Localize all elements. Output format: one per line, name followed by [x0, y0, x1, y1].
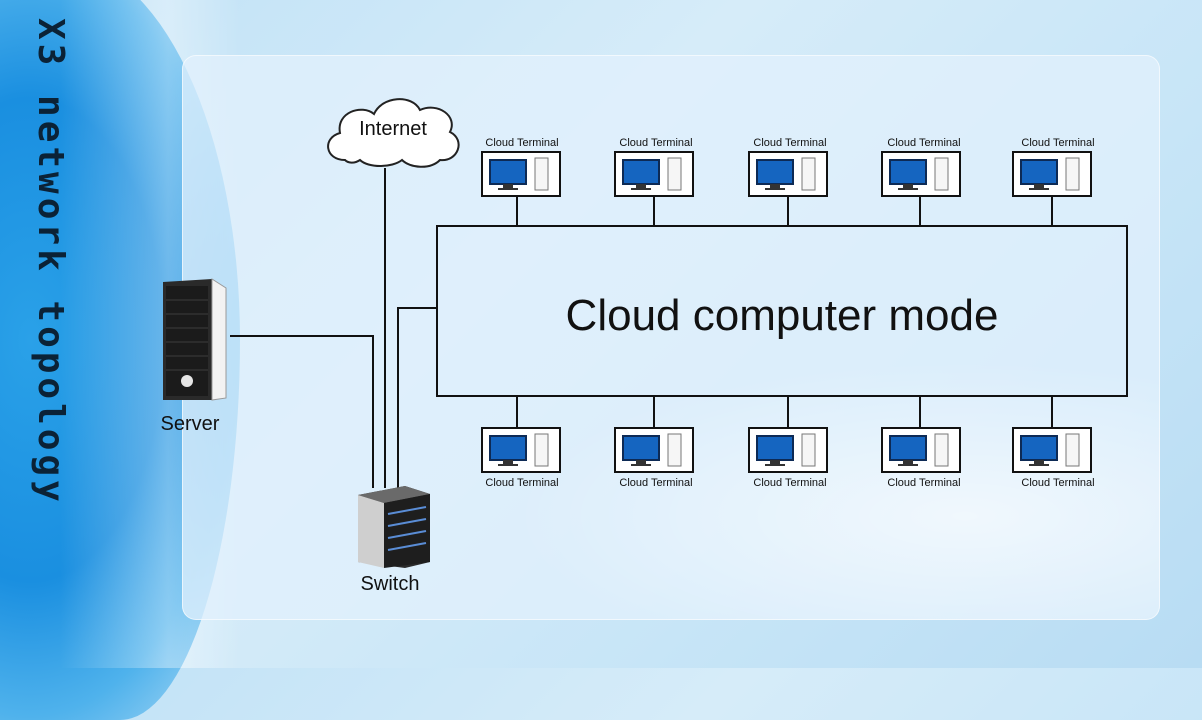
terminal-top-2: Cloud Terminal	[614, 137, 694, 197]
terminal-bottom-4: Cloud Terminal	[881, 427, 961, 489]
monitor-icon	[622, 159, 660, 185]
internet-label: Internet	[359, 118, 427, 140]
tower-icon	[801, 433, 816, 467]
tower-icon	[934, 433, 949, 467]
tower-icon	[1065, 433, 1080, 467]
terminal-label: Cloud Terminal	[887, 477, 960, 489]
monitor-icon	[756, 159, 794, 185]
terminal-label: Cloud Terminal	[619, 477, 692, 489]
terminal-bottom-5: Cloud Terminal	[1012, 427, 1095, 489]
terminal-label: Cloud Terminal	[753, 137, 826, 149]
switch: Switch	[358, 486, 430, 595]
terminal-top-4: Cloud Terminal	[881, 137, 961, 197]
connection-lines	[230, 168, 1053, 488]
server: Server	[161, 278, 227, 435]
monitor-icon	[622, 435, 660, 461]
terminal-label: Cloud Terminal	[485, 477, 558, 489]
terminal-bottom-3: Cloud Terminal	[748, 427, 828, 489]
topology-diagram: Cloud computer mode Internet	[161, 98, 1128, 595]
cloud-icon	[327, 98, 460, 168]
monitor-icon	[1020, 435, 1058, 461]
bottom-terminals: Cloud Terminal Cloud Terminal Cloud Term…	[481, 427, 1095, 489]
page-title: X3 network topology	[30, 18, 71, 506]
monitor-icon	[889, 159, 927, 185]
internet-cloud: Internet	[327, 98, 460, 168]
monitor-icon	[489, 159, 527, 185]
monitor-icon	[889, 435, 927, 461]
tower-icon	[667, 157, 682, 191]
terminal-top-1: Cloud Terminal	[481, 137, 561, 197]
tower-icon	[534, 157, 549, 191]
monitor-icon	[489, 435, 527, 461]
terminal-label: Cloud Terminal	[887, 137, 960, 149]
tower-icon	[667, 433, 682, 467]
terminal-label: Cloud Terminal	[619, 137, 692, 149]
terminal-bottom-2: Cloud Terminal	[614, 427, 694, 489]
terminal-top-5: Cloud Terminal	[1012, 137, 1095, 197]
monitor-icon	[1020, 159, 1058, 185]
server-label: Server	[161, 413, 220, 435]
terminal-top-3: Cloud Terminal	[748, 137, 828, 197]
terminal-label: Cloud Terminal	[485, 137, 558, 149]
terminal-label: Cloud Terminal	[1021, 137, 1094, 149]
tower-icon	[534, 433, 549, 467]
terminal-label: Cloud Terminal	[1021, 477, 1094, 489]
diagram-panel	[182, 55, 1160, 620]
terminal-bottom-1: Cloud Terminal	[481, 427, 561, 489]
cloud-computer-box	[436, 225, 1128, 397]
tower-icon	[1065, 157, 1080, 191]
tower-icon	[934, 157, 949, 191]
terminal-label: Cloud Terminal	[753, 477, 826, 489]
cloud-computer-label: Cloud computer mode	[566, 291, 999, 340]
monitor-icon	[756, 435, 794, 461]
switch-label: Switch	[361, 573, 420, 595]
tower-icon	[801, 157, 816, 191]
top-terminals: Cloud Terminal Cloud Terminal Cloud Term…	[481, 137, 1095, 197]
